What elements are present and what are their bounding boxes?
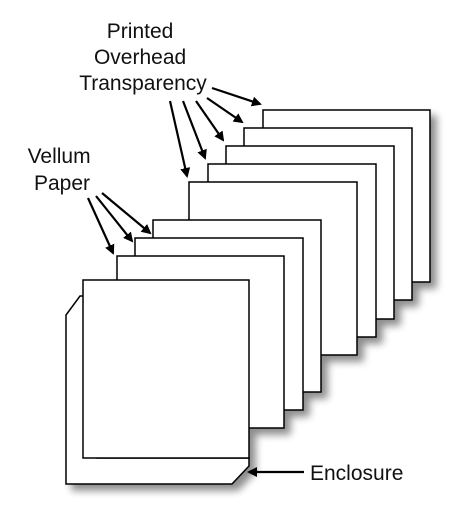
transparency-arrow-3 [195, 100, 225, 142]
vellum-label: Vellum Paper [28, 145, 97, 195]
transparency-label-line-3: Transparency [79, 72, 207, 95]
sheet-stack [65, 109, 431, 485]
transparency-label: Printed Overhead Transparency [79, 20, 207, 95]
transparency-label-line-2: Overhead [94, 46, 186, 69]
transparency-arrows [168, 86, 262, 178]
transparency-label-line-1: Printed [107, 20, 174, 43]
vellum-arrow-3 [86, 197, 115, 255]
vellum-arrow-1 [101, 192, 152, 235]
vellum-label-line-2: Paper [34, 172, 90, 195]
vellum-label-line-1: Vellum [28, 145, 91, 168]
transparency-arrow-2 [206, 97, 244, 124]
vellum-arrows [86, 192, 152, 255]
enclosure-label: Enclosure [310, 462, 403, 485]
transparency-arrow-1 [211, 86, 262, 107]
enclosure-front-sheet [82, 279, 250, 459]
vellum-arrow-2 [95, 195, 134, 243]
transparency-arrow-4 [181, 100, 207, 160]
transparency-arrow-5 [168, 100, 191, 178]
